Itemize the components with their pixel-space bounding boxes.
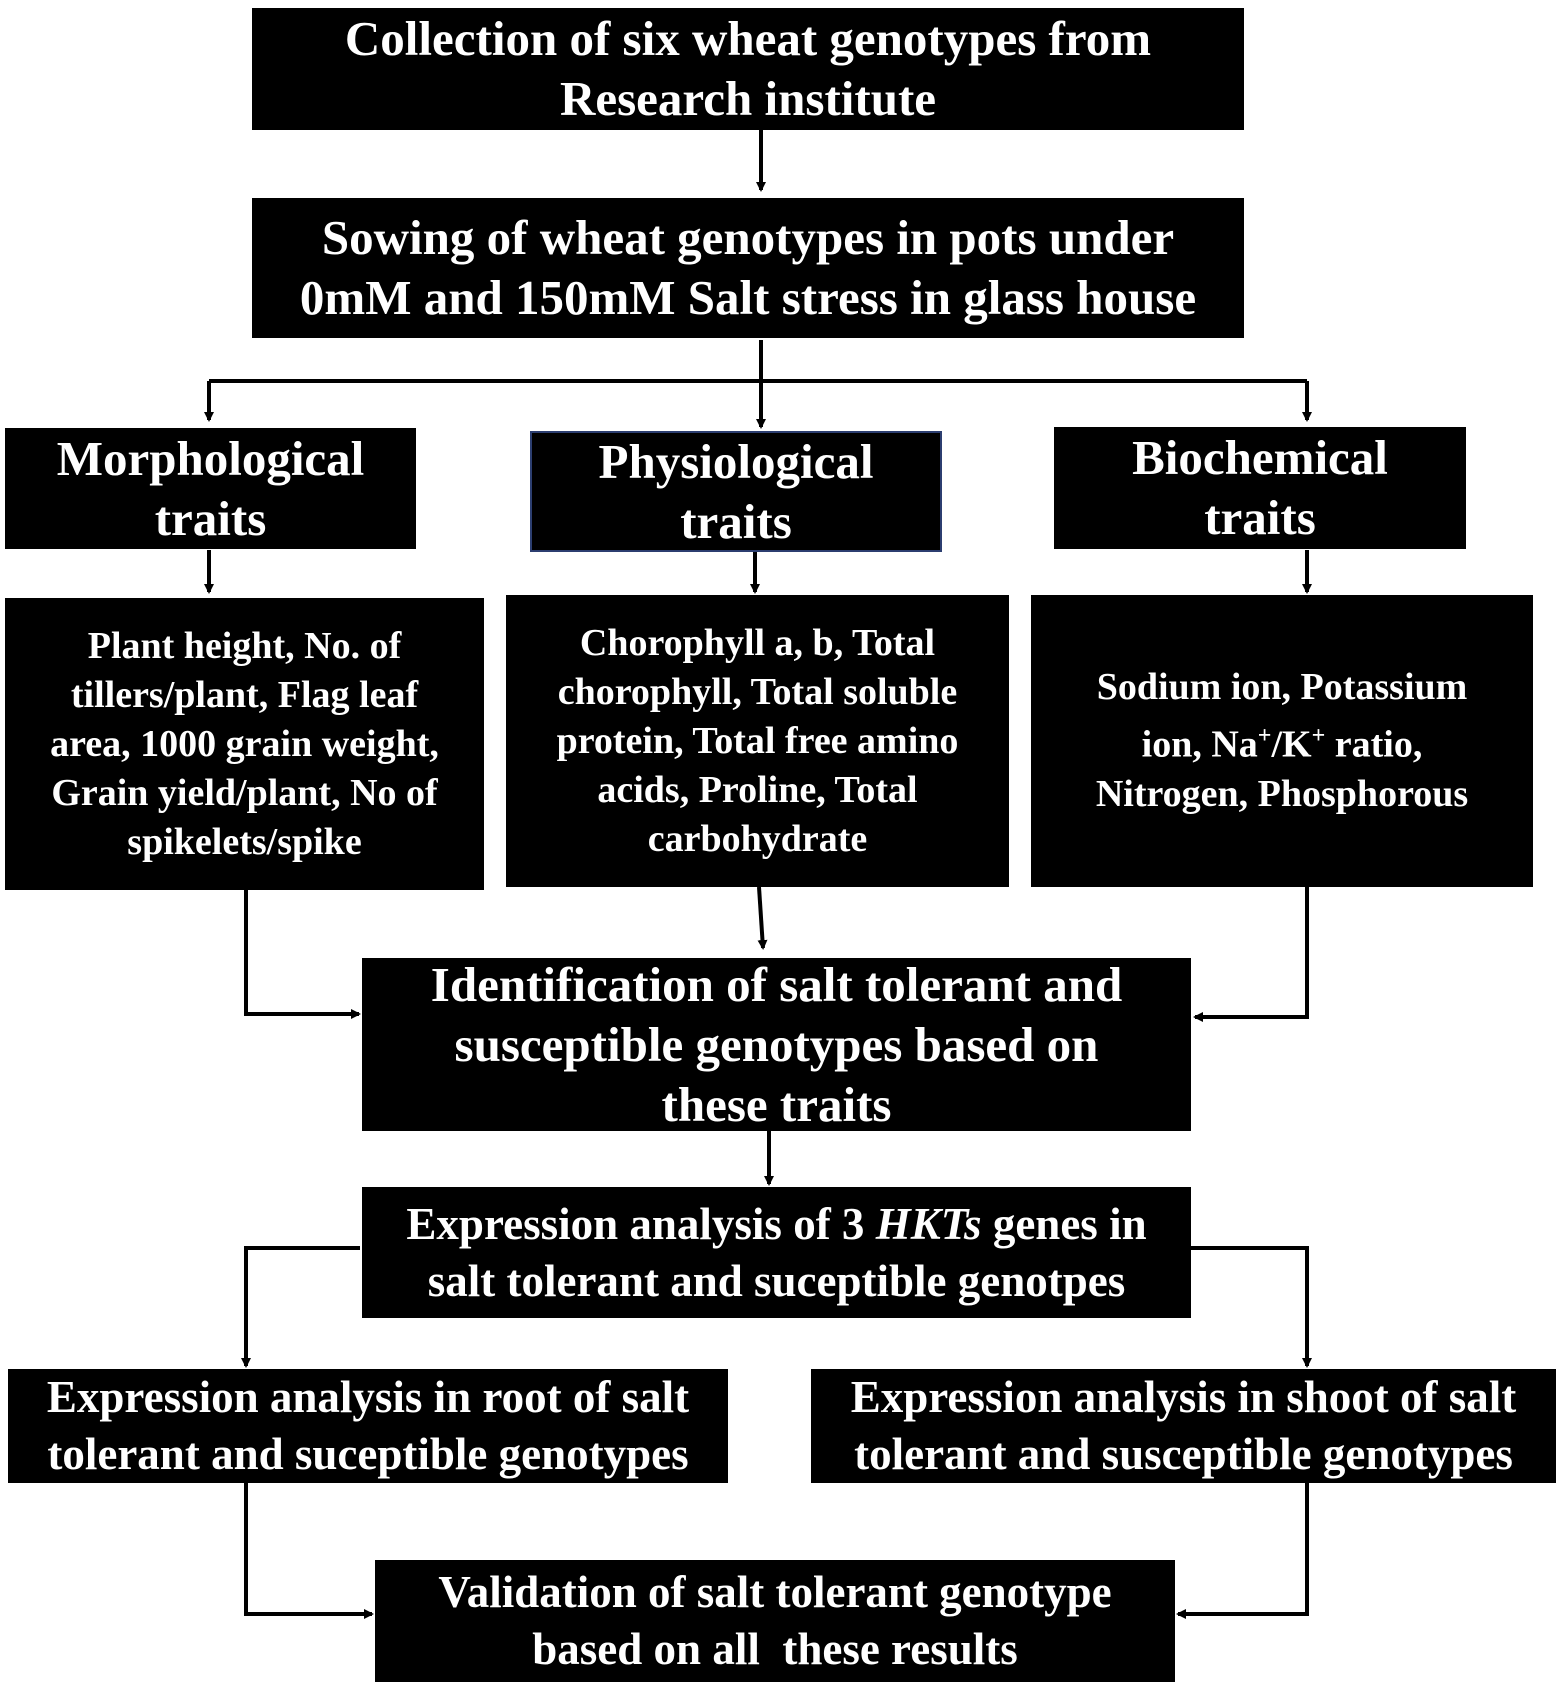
physiological-line-2: traits [680, 493, 792, 549]
bio-detail-line-1: Sodium ion, Potassium [1096, 666, 1468, 709]
morphological-line-2: traits [154, 490, 267, 546]
biochemical-line-2: traits [1204, 490, 1316, 545]
identification-line-2: susceptible genotypes based on [454, 1016, 1099, 1072]
root-expression-box: Expression analysis in root of salt tole… [8, 1369, 728, 1483]
bio-detail-line-2-b: /K [1271, 723, 1312, 766]
shoot-expression-box: Expression analysis in shoot of salt tol… [811, 1369, 1556, 1483]
arrow-bio-details-to-identification [1193, 887, 1309, 1022]
physiological-line-1: Physiological [598, 433, 874, 489]
biochemical-line-1: Biochemical [1132, 430, 1388, 485]
morph-detail-line-1: Plant height, No. of [87, 624, 402, 667]
physio-detail-line-3: protein, Total free amino [556, 719, 959, 762]
validation-box: Validation of salt tolerant genotype bas… [375, 1560, 1175, 1682]
physiological-details-box: Chorophyll a, b, Total chorophyll, Total… [506, 595, 1009, 887]
arrow-expression-to-root [241, 1246, 360, 1368]
expression-line-2: salt tolerant and suceptible genotpes [427, 1255, 1126, 1306]
bio-detail-sup-2: + [1311, 723, 1326, 750]
shoot-line-1: Expression analysis in shoot of salt [850, 1372, 1517, 1422]
morph-detail-line-4: Grain yield/plant, No of [51, 771, 438, 814]
morphological-traits-box: Morphological traits [5, 428, 416, 549]
morphological-details-box: Plant height, No. of tillers/plant, Flag… [5, 598, 484, 890]
physio-detail-line-2: chorophyll, Total soluble [557, 670, 958, 713]
bio-detail-line-3: Nitrogen, Phosphorous [1095, 772, 1469, 815]
physio-detail-line-1: Chorophyll a, b, Total [579, 621, 936, 664]
morph-detail-line-2: tillers/plant, Flag leaf [70, 673, 419, 716]
arrow-root-to-validation [244, 1483, 374, 1619]
sowing-line-2: 0mM and 150mM Salt stress in glass house [299, 270, 1197, 325]
shoot-line-2: tolerant and susceptible genotypes [854, 1429, 1513, 1479]
physio-detail-line-5: carbohydrate [647, 817, 868, 860]
identification-line-3: these traits [661, 1076, 892, 1132]
morph-detail-line-3: area, 1000 grain weight, [50, 722, 439, 765]
morphological-line-1: Morphological [56, 430, 365, 486]
bio-detail-line-2: ion, Na+/K+ ratio, [1142, 712, 1423, 770]
bio-detail-sup-1: + [1257, 723, 1272, 750]
arrow-expression-to-shoot [1162, 1246, 1312, 1368]
arrow-shoot-to-validation [1176, 1483, 1309, 1619]
expression-hkts: HKTs [875, 1198, 982, 1249]
collection-line-2: Research institute [559, 71, 937, 126]
validation-line-2: based on all these results [532, 1624, 1018, 1674]
arrow-morph-details-to-identification [244, 890, 361, 1019]
validation-line-1: Validation of salt tolerant genotype [438, 1567, 1112, 1617]
morph-detail-line-5: spikelets/spike [127, 820, 362, 863]
physiological-traits-box: Physiological traits [530, 431, 942, 552]
expression-line-1: Expression analysis of 3 HKTs genes in [406, 1196, 1146, 1253]
expression-line-1-a: Expression analysis of 3 [406, 1198, 876, 1249]
bio-detail-line-2-a: ion, Na [1141, 723, 1258, 766]
sowing-box: Sowing of wheat genotypes in pots under … [252, 198, 1244, 338]
biochemical-details-box: Sodium ion, Potassium ion, Na+/K+ ratio,… [1031, 595, 1533, 887]
root-line-2: tolerant and suceptible genotypes [47, 1429, 689, 1479]
identification-box: Identification of salt tolerant and susc… [362, 956, 1191, 1132]
expression-analysis-box: Expression analysis of 3 HKTs genes in s… [362, 1187, 1191, 1318]
physio-detail-line-4: acids, Proline, Total [597, 768, 918, 811]
expression-line-1-b: genes in [981, 1198, 1147, 1249]
identification-line-1: Identification of salt tolerant and [430, 956, 1123, 1012]
biochemical-traits-box: Biochemical traits [1054, 427, 1466, 549]
collection-box: Collection of six wheat genotypes from R… [252, 8, 1244, 130]
collection-line-1: Collection of six wheat genotypes from [344, 11, 1152, 66]
sowing-line-1: Sowing of wheat genotypes in pots under [321, 210, 1175, 265]
root-line-1: Expression analysis in root of salt [46, 1372, 690, 1422]
bio-detail-line-2-c: ratio, [1325, 723, 1423, 766]
arrow-physio-details-to-identification [757, 886, 768, 950]
